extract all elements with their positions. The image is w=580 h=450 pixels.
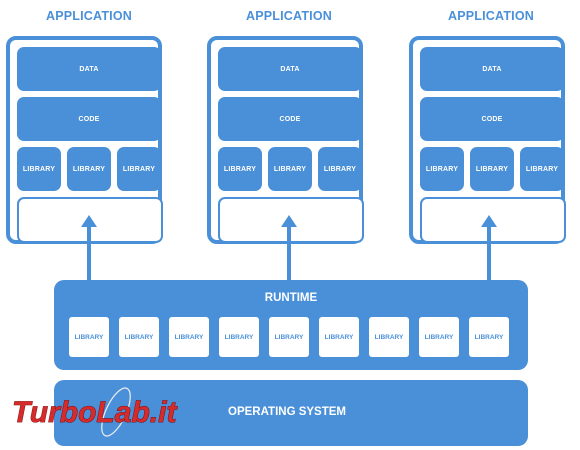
runtime-library: LIBRARY xyxy=(69,317,109,357)
library-block: LIBRARY xyxy=(318,147,362,191)
runtime-library: LIBRARY xyxy=(469,317,509,357)
data-block: DATA xyxy=(218,47,362,91)
runtime-library: LIBRARY xyxy=(269,317,309,357)
library-block: LIBRARY xyxy=(17,147,61,191)
runtime-library: LIBRARY xyxy=(419,317,459,357)
arrow-up-icon xyxy=(481,215,497,227)
runtime-box: RUNTIME LIBRARY LIBRARY LIBRARY LIBRARY … xyxy=(54,280,528,370)
library-block: LIBRARY xyxy=(117,147,161,191)
data-block: DATA xyxy=(17,47,161,91)
runtime-library: LIBRARY xyxy=(319,317,359,357)
library-block: LIBRARY xyxy=(67,147,111,191)
arrow-up-icon xyxy=(81,215,97,227)
library-block: LIBRARY xyxy=(268,147,312,191)
application-box: DATA CODE LIBRARY LIBRARY LIBRARY xyxy=(207,36,364,244)
watermark-text: TurboLab.it xyxy=(12,396,178,429)
connector-line xyxy=(487,226,491,284)
application-box: DATA CODE LIBRARY LIBRARY LIBRARY xyxy=(409,36,566,244)
runtime-library: LIBRARY xyxy=(219,317,259,357)
operating-system-box: OPERATING SYSTEM xyxy=(54,380,528,446)
library-block: LIBRARY xyxy=(420,147,464,191)
arrow-up-icon xyxy=(281,215,297,227)
data-block: DATA xyxy=(420,47,564,91)
application-box: DATA CODE LIBRARY LIBRARY LIBRARY xyxy=(6,36,163,244)
connector-line xyxy=(87,226,91,284)
code-block: CODE xyxy=(420,97,564,141)
watermark-logo: TurboLab.it xyxy=(12,387,179,437)
code-block: CODE xyxy=(17,97,161,141)
application-title: APPLICATION xyxy=(246,9,332,23)
library-block: LIBRARY xyxy=(520,147,564,191)
code-block: CODE xyxy=(218,97,362,141)
operating-system-title: OPERATING SYSTEM xyxy=(228,406,346,418)
runtime-title: RUNTIME xyxy=(264,292,318,304)
runtime-library: LIBRARY xyxy=(369,317,409,357)
library-block: LIBRARY xyxy=(218,147,262,191)
application-title: APPLICATION xyxy=(448,9,534,23)
connector-line xyxy=(287,226,291,284)
runtime-library: LIBRARY xyxy=(119,317,159,357)
application-title: APPLICATION xyxy=(46,9,132,23)
library-block: LIBRARY xyxy=(470,147,514,191)
runtime-library: LIBRARY xyxy=(169,317,209,357)
